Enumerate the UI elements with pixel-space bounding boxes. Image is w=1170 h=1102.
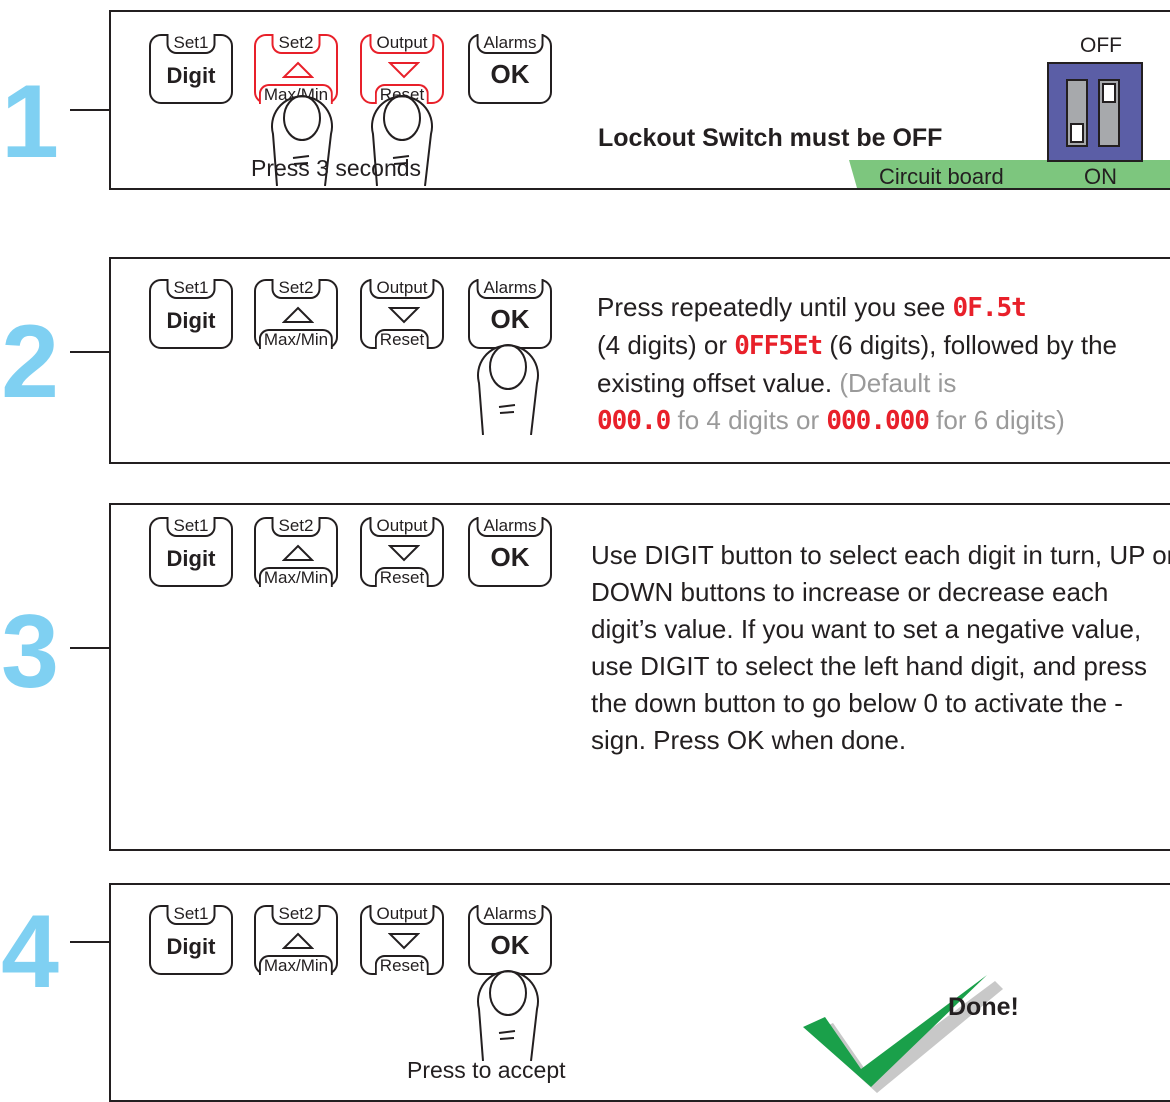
ok-label: OK: [490, 304, 530, 334]
step-panel-4: Set1 Digit Set2 Max/Min Output Reset Ala…: [109, 883, 1170, 1102]
reset-label: Reset: [374, 329, 430, 349]
alarms-label: Alarms: [476, 279, 544, 299]
finger-press-icon: [271, 95, 333, 186]
down-arrow-icon: [388, 545, 420, 562]
ok-label: OK: [490, 59, 530, 89]
display-default-6: 000.000: [826, 406, 930, 436]
digit-button[interactable]: Set1 Digit: [149, 279, 233, 349]
default-note: for 6 digits): [928, 405, 1065, 435]
instr-text: (6 digits), followed by the existing off…: [597, 330, 1117, 398]
ok-button[interactable]: Alarms OK: [468, 517, 552, 587]
down-button[interactable]: Output Reset: [360, 517, 444, 587]
output-label: Output: [369, 517, 435, 537]
step-panel-3: Set1 Digit Set2 Max/Min Output Reset Ala…: [109, 503, 1170, 851]
digit-label: Digit: [166, 546, 216, 571]
ok-button[interactable]: Alarms OK: [468, 279, 552, 349]
set2-label: Set2: [271, 34, 321, 54]
set1-label: Set1: [166, 517, 216, 537]
maxmin-label: Max/Min: [258, 567, 334, 587]
digit-button[interactable]: Set1 Digit: [149, 34, 233, 104]
up-button[interactable]: Set2 Max/Min: [254, 905, 338, 975]
finger-press-icon: [371, 95, 433, 186]
circuit-board-label: Circuit board: [879, 164, 1004, 189]
up-arrow-icon: [282, 61, 314, 78]
step-connector-2: [70, 351, 110, 353]
ok-label: OK: [490, 542, 530, 572]
step-panel-2: Set1 Digit Set2 Max/Min Output Reset Ala…: [109, 257, 1170, 464]
finger-press-icon: [477, 344, 539, 435]
display-default-4: 000.0: [597, 406, 671, 436]
set1-label: Set1: [166, 905, 216, 925]
digit-label: Digit: [166, 308, 216, 333]
set2-label: Set2: [271, 905, 321, 925]
up-arrow-icon: [282, 544, 314, 561]
step-number-3: 3: [1, 594, 59, 710]
display-offset-6: 0FF5Et: [734, 331, 823, 361]
alarms-label: Alarms: [476, 905, 544, 925]
lockout-text: Lockout Switch must be OFF: [598, 124, 943, 152]
alarms-label: Alarms: [476, 517, 544, 537]
set2-label: Set2: [271, 279, 321, 299]
digit-label: Digit: [166, 63, 216, 88]
press-caption: Press to accept: [407, 1057, 566, 1083]
step-connector-3: [70, 647, 110, 649]
digit-label: Digit: [166, 934, 216, 959]
step-2-instructions: Press repeatedly until you see 0F.5t (4 …: [597, 289, 1170, 440]
output-label: Output: [369, 34, 435, 54]
press-caption: Press 3 seconds: [251, 155, 422, 181]
down-button[interactable]: Output Reset: [360, 279, 444, 349]
digit-button[interactable]: Set1 Digit: [149, 517, 233, 587]
down-button[interactable]: Output Reset: [360, 905, 444, 975]
down-arrow-icon: [388, 933, 420, 950]
ok-label: OK: [490, 930, 530, 960]
alarms-label: Alarms: [476, 34, 544, 54]
default-note: (Default is: [839, 368, 957, 398]
up-button[interactable]: Set2 Max/Min: [254, 279, 338, 349]
maxmin-label: Max/Min: [258, 955, 334, 975]
down-button[interactable]: Output Reset: [360, 34, 444, 104]
step-panel-1: Set1 Digit Set2 Max/Min Output Reset Ala…: [109, 10, 1170, 190]
maxmin-label: Max/Min: [258, 329, 334, 349]
instr-text: Press repeatedly until you see: [597, 292, 953, 322]
ok-button[interactable]: Alarms OK: [468, 34, 552, 104]
reset-label: Reset: [374, 567, 430, 587]
reset-label: Reset: [374, 955, 430, 975]
output-label: Output: [369, 905, 435, 925]
up-arrow-icon: [282, 932, 314, 949]
step-number-2: 2: [1, 304, 59, 420]
instr-text: (4 digits) or: [597, 330, 735, 360]
set2-label: Set2: [271, 517, 321, 537]
display-ofst-4: 0F.5t: [952, 293, 1027, 323]
set1-label: Set1: [166, 279, 216, 299]
step-connector-1: [70, 109, 110, 111]
up-button[interactable]: Set2 Max/Min: [254, 517, 338, 587]
step-connector-4: [70, 941, 110, 943]
step-number-1: 1: [1, 64, 59, 180]
down-arrow-icon: [388, 62, 420, 79]
down-arrow-icon: [388, 307, 420, 324]
switch-on-label: ON: [1084, 164, 1117, 189]
default-note: fo 4 digits or: [670, 405, 827, 435]
checkmark-icon: [803, 975, 1003, 1093]
set1-label: Set1: [166, 34, 216, 54]
done-label: Done!: [948, 993, 1019, 1021]
circuit-board: [849, 160, 1170, 188]
up-arrow-icon: [282, 306, 314, 323]
finger-press-icon: [477, 970, 539, 1061]
switch-off-label: OFF: [1080, 34, 1122, 57]
step-3-instructions: Use DIGIT button to select each digit in…: [591, 540, 1170, 755]
digit-button[interactable]: Set1 Digit: [149, 905, 233, 975]
step-number-4: 4: [1, 894, 59, 1010]
output-label: Output: [369, 279, 435, 299]
ok-button[interactable]: Alarms OK: [468, 905, 552, 975]
dip-switch-icon: [1047, 62, 1143, 162]
